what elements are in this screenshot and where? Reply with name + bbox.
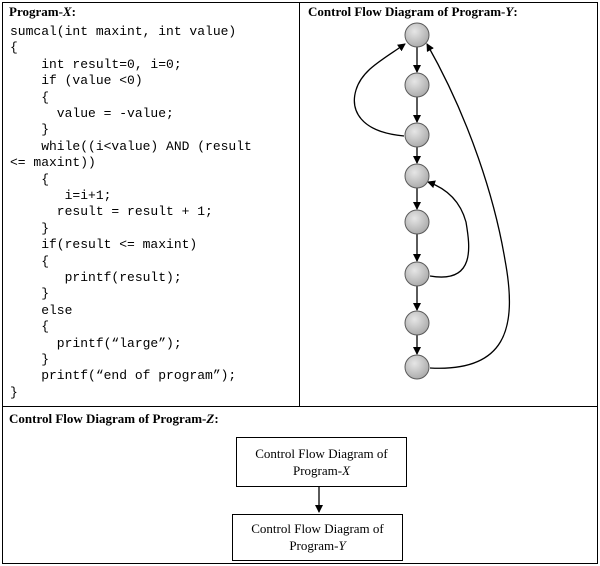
code-line: } — [10, 286, 50, 302]
code-line: { — [10, 253, 50, 269]
program-y-title: Control Flow Diagram of Program-Y: — [308, 4, 518, 20]
program-y-title-suffix: : — [513, 4, 518, 19]
program-x-title-suffix: : — [71, 4, 76, 19]
box-program-x-line1: Control Flow Diagram of — [255, 446, 388, 461]
code-line: else — [10, 302, 73, 318]
code-line: result = result + 1; — [10, 204, 213, 220]
edge-loop-3-1 — [353, 43, 406, 137]
box-program-x-line2: Program-X — [292, 463, 351, 478]
cfg-node-4 — [404, 163, 430, 189]
program-z-title-suffix: : — [214, 411, 219, 426]
box-program-y-line2: Program-Y — [289, 538, 346, 553]
program-y-title-var: Y — [505, 4, 514, 19]
cfg-node-8 — [404, 354, 430, 380]
program-x-title-var: X — [62, 4, 72, 19]
code-line: { — [10, 319, 50, 335]
code-line: } — [10, 384, 18, 400]
program-z-title-prefix: Control Flow Diagram of Program- — [9, 411, 207, 426]
box-program-y-line1: Control Flow Diagram of — [251, 521, 384, 536]
program-z-title-var: Z — [206, 411, 215, 426]
code-line: <= maxint)) — [10, 155, 96, 171]
program-z-title: Control Flow Diagram of Program-Z: — [9, 411, 219, 427]
code-line: printf(“end of program”); — [10, 368, 237, 384]
code-line: int result=0, i=0; — [10, 56, 182, 72]
cfg-node-5 — [404, 209, 430, 235]
code-line: i=i+1; — [10, 188, 112, 203]
program-y-title-prefix: Control Flow Diagram of Program- — [308, 4, 506, 19]
code-line: } — [10, 352, 50, 367]
code-line: } — [10, 220, 50, 236]
cfg-node-7 — [404, 310, 430, 336]
program-x-title-prefix: Program- — [9, 4, 63, 19]
code-line: sumcal(int maxint, int value) — [10, 24, 237, 39]
code-line: value = -value; — [10, 106, 174, 121]
code-line: { — [10, 89, 50, 105]
box-program-y: Control Flow Diagram of Program-Y — [232, 514, 403, 561]
edge-loop-6-4 — [427, 180, 470, 278]
code-line: while((i<value) AND (result — [10, 138, 252, 154]
code-line: } — [10, 122, 50, 138]
code-line: if(result <= maxint) — [10, 237, 198, 253]
code-line: { — [10, 171, 50, 187]
vertical-divider — [299, 2, 300, 406]
code-line: printf(result); — [10, 270, 182, 285]
code-line: printf(“large”); — [10, 335, 182, 351]
edge-long-8-1 — [426, 43, 511, 369]
box-program-x: Control Flow Diagram of Program-X — [236, 437, 407, 487]
cfg-node-3 — [404, 122, 430, 148]
program-x-title: Program-X: — [9, 4, 76, 20]
cfg-node-1 — [404, 22, 430, 48]
horizontal-divider — [2, 406, 597, 407]
code-line: if (value <0) — [10, 73, 143, 89]
code-line: { — [10, 40, 18, 56]
cfg-node-2 — [404, 72, 430, 98]
cfg-node-6 — [404, 261, 430, 287]
